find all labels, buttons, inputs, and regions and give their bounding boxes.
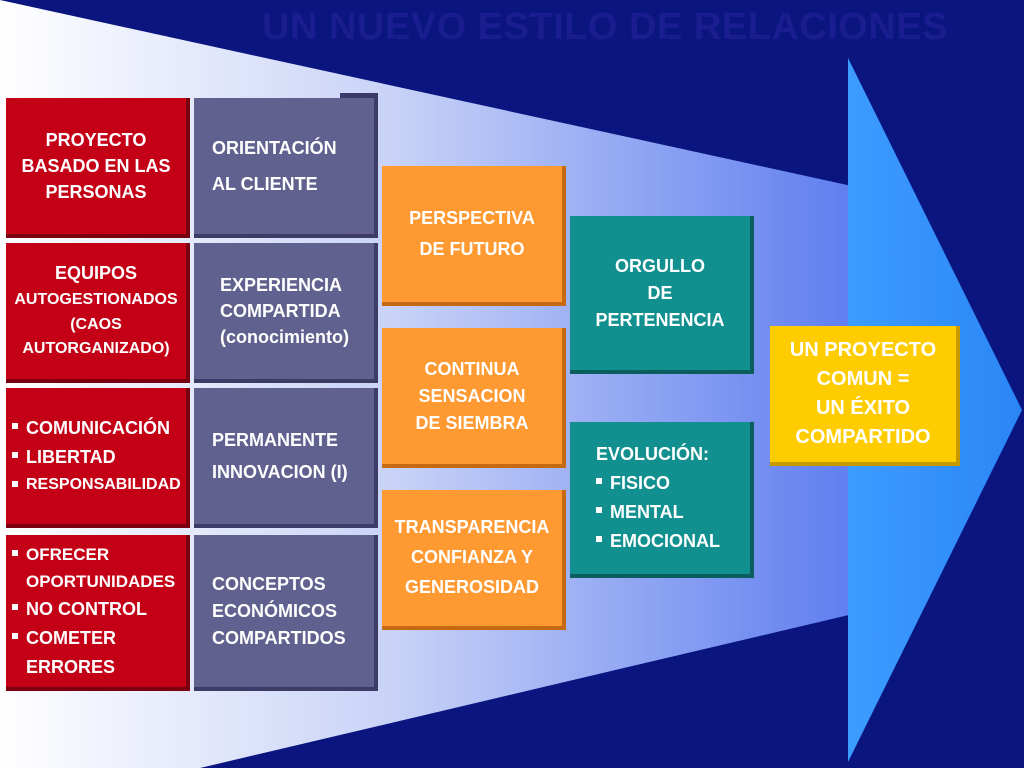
text-line: EXPERIENCIA bbox=[220, 274, 343, 295]
teal-box-evolucion: EVOLUCIÓN: FISICO MENTAL EMOCIONAL bbox=[570, 422, 754, 578]
text-line: DE SIEMBRA bbox=[415, 412, 529, 433]
text-line: DE FUTURO bbox=[419, 239, 525, 259]
text-line: PROYECTO bbox=[45, 129, 147, 150]
text-line: PERTENENCIA bbox=[595, 309, 725, 330]
page-title: UN NUEVO ESTILO DE RELACIONES bbox=[262, 6, 948, 48]
text-line: PERMANENTE bbox=[212, 429, 339, 450]
text-line: COMPARTIDOS bbox=[212, 627, 346, 648]
bullet-item: NO CONTROL bbox=[12, 595, 186, 624]
text-line: (CAOS bbox=[70, 315, 122, 333]
text-line: DE bbox=[647, 282, 673, 303]
orange-box-transparencia: TRANSPARENCIA CONFIANZA Y GENEROSIDAD bbox=[382, 490, 566, 630]
text-line: AUTORGANIZADO) bbox=[22, 340, 170, 358]
text-line: (conocimiento) bbox=[220, 327, 349, 348]
teal-box-orgullo: ORGULLO DE PERTENENCIA bbox=[570, 216, 754, 374]
bullet-item: OFRECER OPORTUNIDADES bbox=[12, 541, 186, 595]
text-line: COMUN = bbox=[816, 368, 910, 390]
bullet-item: COMUNICACIÓN bbox=[12, 414, 186, 443]
text-line: AUTOGESTIONADOS bbox=[14, 290, 178, 308]
text-line: GENEROSIDAD bbox=[404, 576, 539, 597]
text-line: PERSPECTIVA bbox=[409, 207, 535, 228]
red-box-proyecto: PROYECTO BASADO EN LAS PERSONAS bbox=[6, 98, 190, 238]
text-line: CONCEPTOS bbox=[212, 573, 326, 594]
text-line: AL CLIENTE bbox=[212, 174, 318, 194]
text-line: INNOVACION (I) bbox=[212, 462, 348, 482]
text-line: ORGULLO bbox=[615, 255, 705, 276]
red-box-values: COMUNICACIÓN LIBERTAD RESPONSABILIDAD bbox=[6, 388, 190, 528]
text-line: EQUIPOS bbox=[54, 262, 138, 283]
text-line: PERSONAS bbox=[45, 182, 147, 203]
text-line: CONTINUA bbox=[424, 358, 520, 379]
text-line: TRANSPARENCIA bbox=[394, 517, 550, 538]
slate-box-conceptos: CONCEPTOS ECONÓMICOS COMPARTIDOS bbox=[194, 535, 378, 691]
bullet-item: MENTAL bbox=[596, 498, 750, 527]
orange-box-siembra: CONTINUA SENSACION DE SIEMBRA bbox=[382, 328, 566, 468]
text-line: EVOLUCIÓN: bbox=[596, 444, 710, 465]
text-line: ECONÓMICOS bbox=[212, 600, 338, 621]
bullet-item: LIBERTAD bbox=[12, 443, 186, 472]
slate-box-innovacion: PERMANENTE INNOVACION (I) bbox=[194, 388, 378, 528]
text-line: COMPARTIDO bbox=[795, 426, 931, 448]
bullet-item: FISICO bbox=[596, 469, 750, 498]
bullet-item: RESPONSABILIDAD bbox=[12, 472, 186, 498]
bullet-item: EMOCIONAL bbox=[596, 527, 750, 556]
bullet-item: COMETER ERRORES bbox=[12, 624, 186, 682]
orange-box-perspectiva: PERSPECTIVA DE FUTURO bbox=[382, 166, 566, 306]
text-line: SENSACION bbox=[418, 385, 526, 406]
text-line: ORIENTACIÓN bbox=[212, 138, 337, 158]
text-line: UN ÉXITO bbox=[815, 397, 911, 419]
result-box: UN PROYECTO COMUN = UN ÉXITO COMPARTIDO bbox=[770, 326, 960, 466]
text-line: UN PROYECTO bbox=[789, 339, 937, 361]
slate-box-orientacion: ORIENTACIÓN AL CLIENTE bbox=[194, 98, 378, 238]
red-box-equipos: EQUIPOS AUTOGESTIONADOS (CAOS AUTORGANIZ… bbox=[6, 243, 190, 383]
text-line: COMPARTIDA bbox=[220, 300, 341, 321]
text-line: CONFIANZA Y bbox=[410, 547, 533, 568]
slate-box-experiencia: EXPERIENCIA COMPARTIDA (conocimiento) bbox=[194, 243, 378, 383]
text-line: BASADO EN LAS bbox=[21, 155, 171, 176]
red-box-actions: OFRECER OPORTUNIDADES NO CONTROL COMETER… bbox=[6, 535, 190, 691]
